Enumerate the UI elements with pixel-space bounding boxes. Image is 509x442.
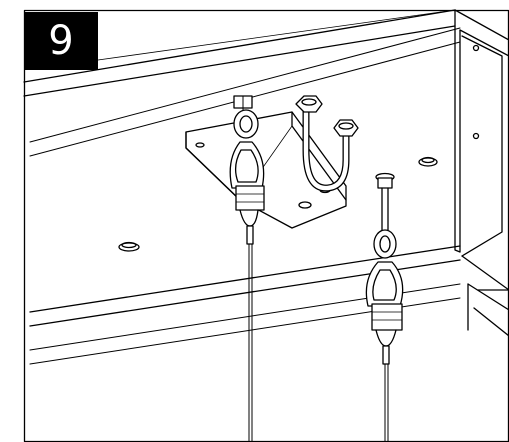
bracket-plate — [185, 111, 347, 229]
right-lifting-hook — [365, 172, 404, 442]
side-panel — [454, 9, 509, 337]
left-lifting-hook — [229, 95, 265, 442]
mounting-holes — [118, 156, 438, 252]
u-bolt — [295, 95, 359, 192]
upper-panel — [23, 9, 461, 157]
step-number: 9 — [48, 18, 74, 64]
frame-outline — [23, 9, 509, 442]
step-number-badge: 9 — [24, 12, 98, 70]
